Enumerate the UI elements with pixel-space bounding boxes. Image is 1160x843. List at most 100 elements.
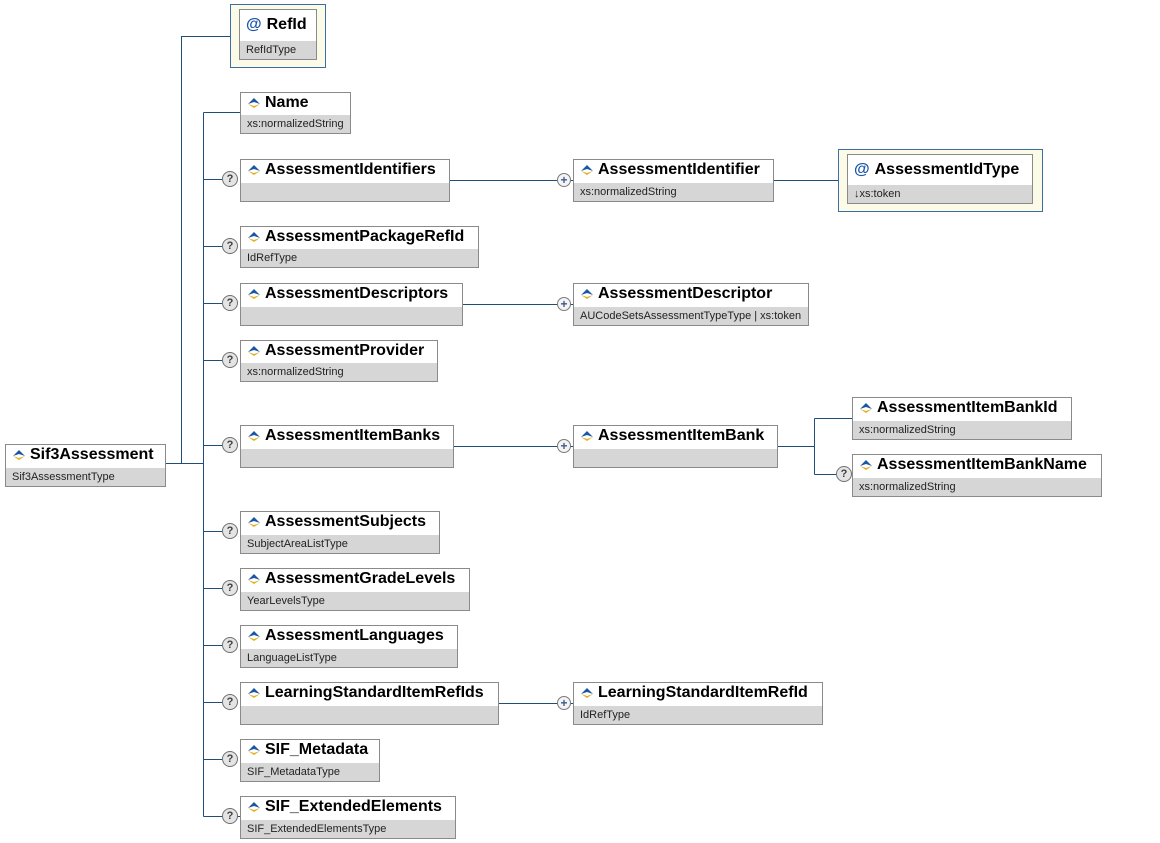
attribute-group: @RefId RefIdType [230, 4, 326, 68]
element-icon [248, 289, 260, 299]
optional-indicator: ? [222, 437, 238, 453]
element-icon [248, 631, 260, 641]
element-type: SIF_MetadataType [241, 763, 379, 781]
element-assessment-descriptor-node[interactable]: AssessmentDescriptor AUCodeSetsAssessmen… [573, 283, 809, 326]
optional-indicator: ? [222, 523, 238, 539]
element-type: xs:normalizedString [853, 421, 1071, 439]
element-type [241, 183, 449, 201]
optional-indicator: ? [222, 295, 238, 311]
element-name: SIF_ExtendedElements [265, 798, 442, 815]
element-learning-standard-item-refid-node[interactable]: LearningStandardItemRefId IdRefType [573, 682, 823, 725]
attribute-type: RefIdType [240, 41, 316, 59]
element-name: AssessmentPackageRefId [265, 228, 465, 245]
element-type: xs:normalizedString [853, 478, 1101, 496]
element-name: AssessmentLanguages [265, 627, 444, 644]
expand-toggle[interactable]: + [557, 173, 571, 187]
element-name: AssessmentGradeLevels [265, 570, 456, 587]
expand-toggle[interactable]: + [557, 696, 571, 710]
element-name: AssessmentDescriptor [598, 285, 773, 302]
element-type: xs:normalizedString [241, 363, 437, 381]
optional-indicator: ? [222, 751, 238, 767]
element-assessment-item-bank-node[interactable]: AssessmentItemBank [573, 425, 778, 468]
element-type: SIF_ExtendedElementsType [241, 820, 455, 838]
element-icon [860, 460, 872, 470]
attribute-name: RefId [266, 16, 307, 33]
attribute-refid-node[interactable]: @RefId RefIdType [239, 9, 317, 60]
element-name: AssessmentItemBankName [877, 456, 1087, 473]
optional-indicator: ? [222, 637, 238, 653]
attribute-name: AssessmentIdType [874, 160, 1020, 178]
element-icon [581, 289, 593, 299]
element-assessment-identifier-node[interactable]: AssessmentIdentifier xs:normalizedString [573, 159, 774, 202]
element-type: xs:normalizedString [241, 115, 350, 133]
element-icon [248, 517, 260, 527]
element-type [241, 706, 498, 724]
element-type: IdRefType [241, 249, 478, 267]
element-name: AssessmentProvider [265, 342, 425, 359]
element-icon [248, 98, 260, 108]
element-assessment-provider-node[interactable]: AssessmentProvider xs:normalizedString [240, 340, 438, 382]
element-assessment-grade-levels-node[interactable]: AssessmentGradeLevels YearLevelsType [240, 568, 470, 611]
optional-indicator: ? [836, 466, 852, 482]
element-type [241, 307, 462, 325]
attribute-icon: @ [854, 160, 870, 178]
attribute-assessment-id-type-node[interactable]: @AssessmentIdType ↓xs:token [847, 154, 1033, 204]
optional-indicator: ? [222, 352, 238, 368]
attribute-type: ↓xs:token [848, 185, 1032, 203]
attribute-icon: @ [246, 16, 262, 33]
element-name: AssessmentIdentifiers [265, 161, 436, 178]
element-name: LearningStandardItemRefIds [265, 684, 484, 701]
element-assessment-languages-node[interactable]: AssessmentLanguages LanguageListType [240, 625, 458, 668]
element-assessment-item-banks-node[interactable]: AssessmentItemBanks [240, 425, 454, 468]
element-sif-metadata-node[interactable]: SIF_Metadata SIF_MetadataType [240, 739, 380, 782]
element-assessment-descriptors-node[interactable]: AssessmentDescriptors [240, 283, 463, 326]
element-icon [248, 346, 260, 356]
element-type: YearLevelsType [241, 592, 469, 610]
element-icon [860, 403, 872, 413]
element-icon [248, 574, 260, 584]
optional-indicator: ? [222, 694, 238, 710]
element-name-node[interactable]: Name xs:normalizedString [240, 92, 351, 134]
optional-indicator: ? [222, 238, 238, 254]
element-icon [581, 165, 593, 175]
root-element-node[interactable]: Sif3Assessment Sif3AssessmentType [5, 444, 166, 487]
element-icon [581, 431, 593, 441]
element-icon [248, 802, 260, 812]
root-name: Sif3Assessment [30, 446, 154, 463]
element-icon [248, 431, 260, 441]
element-icon [248, 232, 260, 242]
element-icon [248, 165, 260, 175]
element-name: Name [265, 94, 309, 111]
expand-toggle[interactable]: + [557, 439, 571, 453]
element-assessment-package-refid-node[interactable]: AssessmentPackageRefId IdRefType [240, 226, 479, 268]
element-name: AssessmentItemBankId [877, 399, 1058, 416]
element-name: AssessmentItemBanks [265, 427, 441, 444]
root-type: Sif3AssessmentType [6, 468, 165, 486]
element-name: AssessmentItemBank [598, 427, 765, 444]
element-name: SIF_Metadata [265, 741, 369, 758]
element-type: LanguageListType [241, 649, 457, 667]
element-name: AssessmentDescriptors [265, 285, 449, 302]
element-icon [581, 688, 593, 698]
element-sif-extended-elements-node[interactable]: SIF_ExtendedElements SIF_ExtendedElement… [240, 796, 456, 839]
expand-toggle[interactable]: + [557, 297, 571, 311]
element-assessment-item-bank-id-node[interactable]: AssessmentItemBankId xs:normalizedString [852, 397, 1072, 440]
element-learning-standard-item-refids-node[interactable]: LearningStandardItemRefIds [240, 682, 499, 725]
element-name: AssessmentSubjects [265, 513, 426, 530]
element-icon [248, 745, 260, 755]
optional-indicator: ? [222, 580, 238, 596]
element-assessment-item-bank-name-node[interactable]: AssessmentItemBankName xs:normalizedStri… [852, 454, 1102, 497]
attribute-group: @AssessmentIdType ↓xs:token [838, 149, 1043, 212]
optional-indicator: ? [222, 171, 238, 187]
element-icon [13, 450, 25, 460]
element-type: AUCodeSetsAssessmentTypeType | xs:token [574, 307, 808, 325]
optional-indicator: ? [222, 808, 238, 824]
element-name: AssessmentIdentifier [598, 161, 760, 178]
element-type: SubjectAreaListType [241, 535, 439, 553]
element-icon [248, 688, 260, 698]
element-assessment-identifiers-node[interactable]: AssessmentIdentifiers [240, 159, 450, 202]
element-assessment-subjects-node[interactable]: AssessmentSubjects SubjectAreaListType [240, 511, 440, 554]
element-type [241, 449, 453, 467]
element-type [574, 449, 777, 467]
